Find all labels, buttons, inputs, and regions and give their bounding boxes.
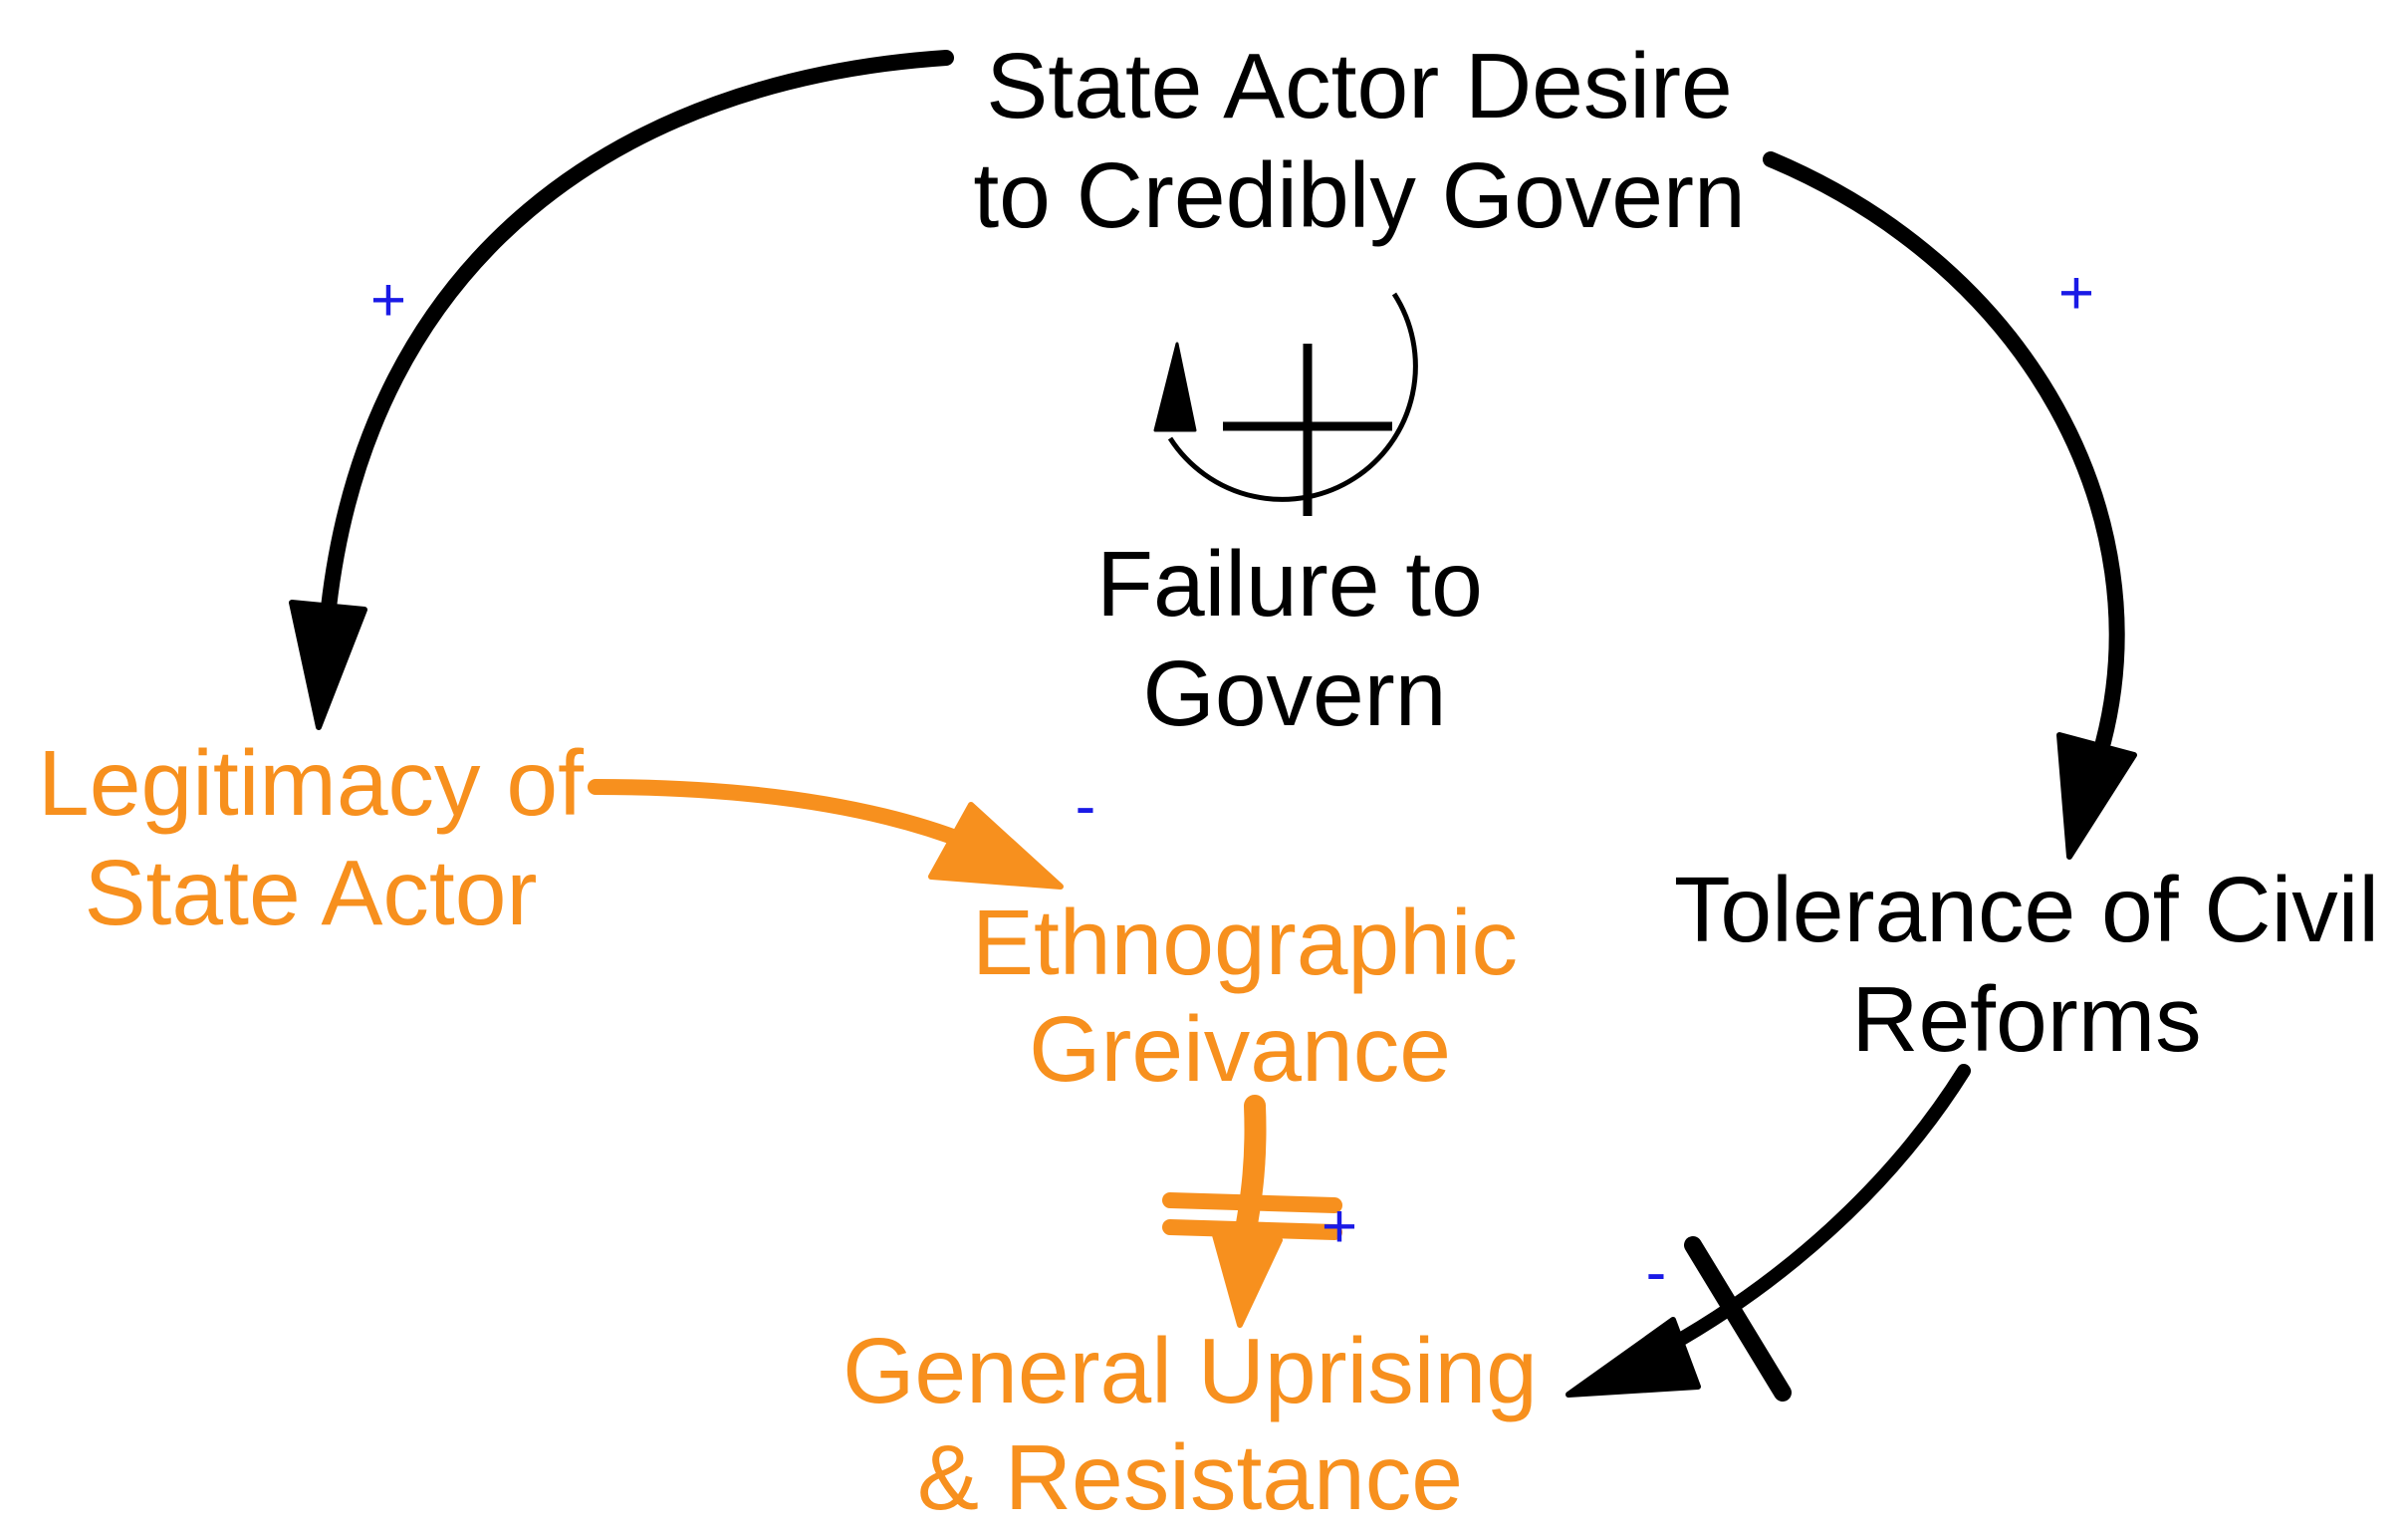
loop-plus-symbol — [1223, 344, 1392, 516]
arrowhead — [289, 600, 367, 730]
node-label-line: Failure to — [1096, 532, 1483, 636]
polarity-ethnographic-uprising: + — [1322, 1192, 1357, 1261]
node-legitimacy: Legitimacy of State Actor — [38, 731, 584, 944]
node-label-line: Govern — [1143, 641, 1447, 745]
node-label-line: General Uprising — [843, 1319, 1538, 1422]
link-desire-to-legitimacy — [289, 50, 954, 730]
arrowhead — [1565, 1317, 1701, 1398]
node-failure-to-govern: Failure to Govern — [1096, 532, 1483, 745]
polarity-legitimacy-ethnographic: - — [1076, 772, 1096, 841]
polarity-desire-legitimacy: + — [370, 266, 406, 335]
node-label-line: Reforms — [1851, 967, 2201, 1071]
node-label-line: Ethnographic — [972, 891, 1518, 994]
reinforcing-loop-indicator — [1153, 292, 1418, 516]
node-label-line: State Actor Desire — [986, 34, 1733, 137]
loop-arrowhead — [1153, 342, 1197, 432]
node-label-line: State Actor — [85, 841, 538, 944]
polarity-tolerance-uprising: - — [1646, 1238, 1667, 1307]
node-ethnographic: Ethnographic Greivance — [972, 891, 1518, 1101]
node-label-line: & Resistance — [917, 1425, 1463, 1529]
delay-mark — [1684, 1236, 1792, 1402]
link-legitimacy-to-ethnographic — [588, 779, 1064, 890]
delay-mark — [1162, 1192, 1342, 1240]
link-desire-to-tolerance — [1763, 151, 2137, 860]
node-label-line: Tolerance of Civil — [1674, 858, 2379, 961]
polarity-desire-tolerance: + — [2058, 259, 2094, 328]
node-uprising: General Uprising & Resistance — [843, 1319, 1538, 1529]
link-tolerance-to-uprising — [1565, 1064, 1971, 1402]
arrowhead — [1212, 1232, 1283, 1328]
arrowhead — [2056, 732, 2137, 860]
node-label-line: Greivance — [1029, 997, 1451, 1101]
link-ethnographic-to-uprising — [1162, 1095, 1342, 1328]
node-label-line: to Credibly Govern — [973, 143, 1745, 247]
node-state-actor-desire: State Actor Desire to Credibly Govern — [973, 34, 1745, 247]
arrowhead — [928, 802, 1064, 890]
node-tolerance: Tolerance of Civil Reforms — [1674, 858, 2379, 1071]
node-label-line: Legitimacy of — [38, 731, 584, 835]
